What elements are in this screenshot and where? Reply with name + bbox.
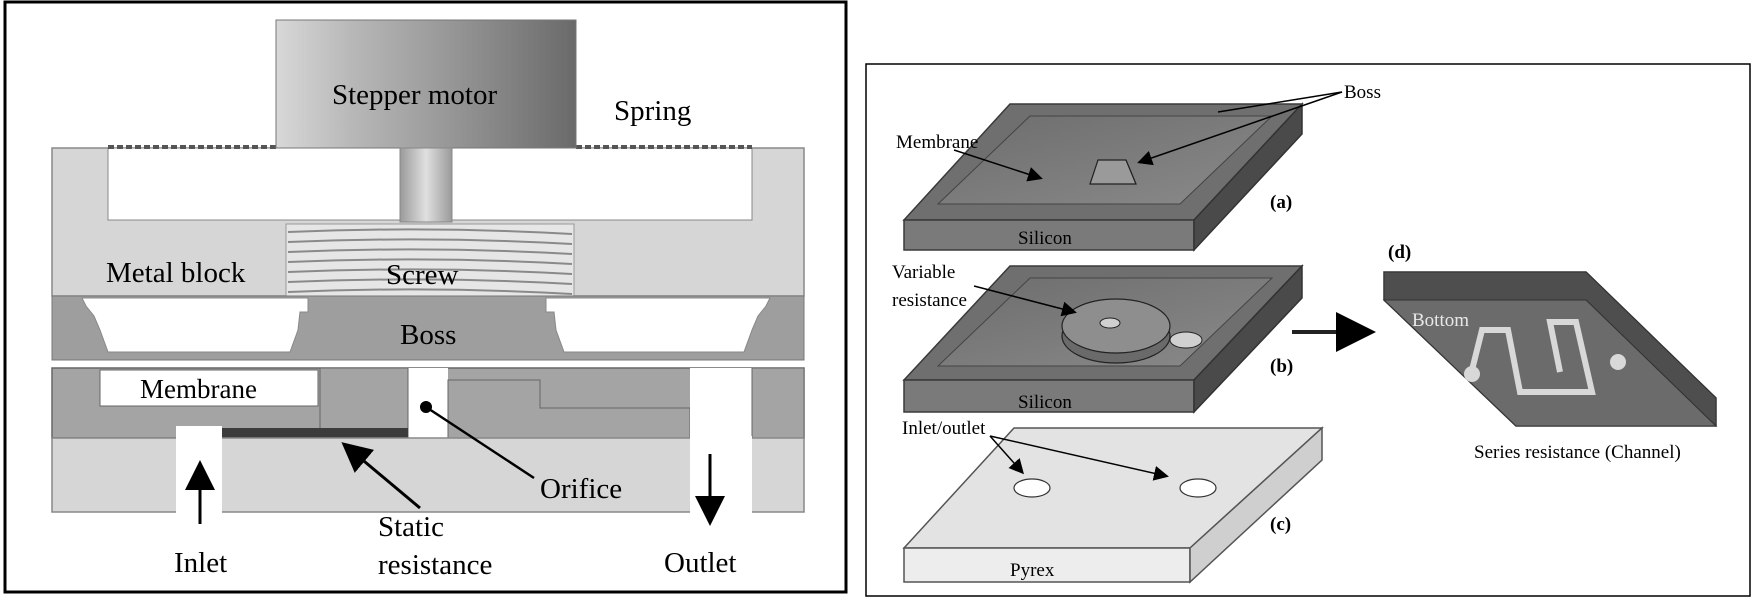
bottom-label: Bottom — [1412, 310, 1469, 331]
bottom-layer — [51, 426, 805, 514]
chip-c — [902, 426, 1324, 584]
variable-resistance-label-2: resistance — [892, 290, 967, 311]
silicon-label-b: Silicon — [1018, 392, 1072, 413]
stepper-motor-label: Stepper motor — [332, 79, 497, 111]
metal-block-label: Metal block — [106, 257, 246, 289]
orifice-pointer — [425, 405, 535, 480]
membrane-layer — [51, 367, 805, 440]
boss-pointer-1 — [1217, 91, 1343, 113]
inlet-label: Inlet — [174, 547, 227, 579]
membrane-label: Membrane — [140, 374, 257, 404]
boss-label: Boss — [400, 319, 456, 351]
chip-a — [902, 102, 1304, 252]
static-resistance-label-1: Static — [378, 511, 444, 543]
label-d: (d) — [1388, 242, 1411, 263]
static-resistance-label-2: resistance — [378, 549, 492, 581]
inlet-outlet-label: Inlet/outlet — [902, 418, 986, 439]
orifice-label: Orifice — [540, 473, 622, 505]
label-a: (a) — [1270, 192, 1292, 213]
chip-d — [1382, 271, 1718, 428]
variable-resistance-pointer — [973, 285, 1077, 317]
chip-b — [902, 264, 1304, 414]
right-panel: Boss Membrane (a) Silicon Variable resis… — [865, 63, 1751, 597]
pyrex-label: Pyrex — [1010, 560, 1055, 581]
static-resistance-strip — [222, 428, 408, 438]
membrane-pointer — [953, 149, 1043, 182]
inlet-outlet-pointer-1 — [989, 435, 1024, 475]
inlet-outlet-pointer-2 — [989, 435, 1169, 481]
variable-resistance-label-1: Variable — [892, 262, 955, 283]
label-c: (c) — [1270, 514, 1291, 535]
left-panel: Stepper motor Spring Metal block Screw B… — [3, 0, 848, 594]
boss-label-right: Boss — [1344, 82, 1381, 103]
outlet-label: Outlet — [664, 547, 737, 579]
motor-shaft — [399, 147, 453, 223]
silicon-label-a: Silicon — [1018, 228, 1072, 249]
screw-label: Screw — [386, 259, 459, 291]
label-b: (b) — [1270, 356, 1293, 377]
spring-label: Spring — [614, 95, 691, 127]
boss — [51, 295, 805, 361]
membrane-label-right: Membrane — [896, 132, 978, 153]
channel-pattern — [1469, 319, 1596, 395]
boss-pointer-2 — [1137, 91, 1343, 166]
stepper-motor — [275, 19, 577, 149]
static-resistance-pointer — [341, 442, 421, 510]
series-resistance-label: Series resistance (Channel) — [1474, 442, 1681, 463]
